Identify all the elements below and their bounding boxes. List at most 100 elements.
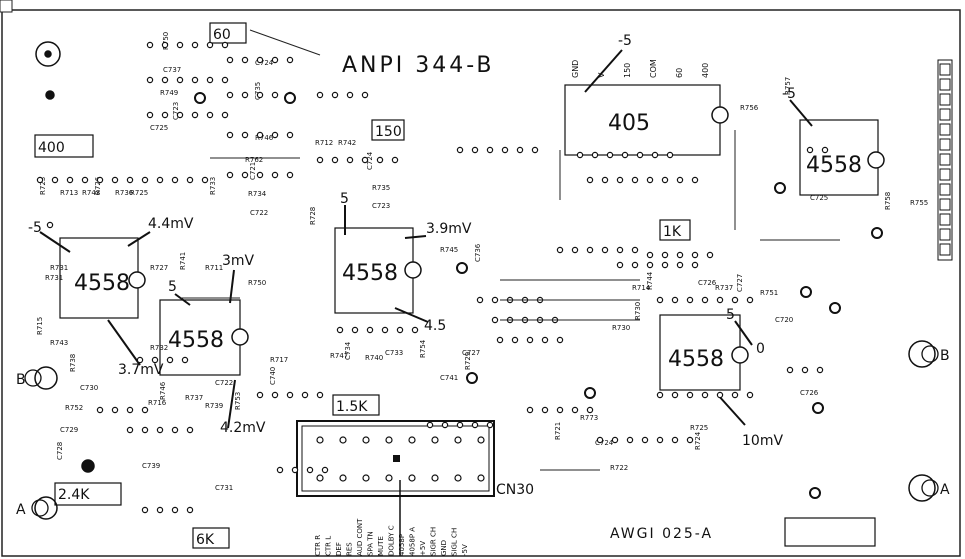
- board-outline: [1, 9, 961, 557]
- component-ref-label: R731: [45, 274, 63, 282]
- solder-pad: [146, 41, 154, 49]
- edge-pad: [939, 228, 951, 241]
- mounting-holes: [34, 41, 936, 520]
- cn30-pin-pad: [339, 436, 347, 444]
- component-ref-label: R754: [419, 339, 427, 358]
- solder-pad: [601, 246, 609, 254]
- component-ref-label: R716: [148, 399, 167, 407]
- ic-4558-right-bottom-label: 4558: [668, 347, 724, 372]
- solder-pad: [691, 261, 699, 269]
- cn30-pin-label: DEF: [335, 542, 343, 556]
- solder-pad: [316, 156, 324, 164]
- solder-pad: [156, 426, 164, 434]
- solder-pad: [626, 436, 634, 444]
- solder-pad: [646, 261, 654, 269]
- solder-pad: [146, 111, 154, 119]
- edge-pads: [939, 63, 951, 256]
- component-ref-label: R762: [245, 156, 263, 164]
- solder-pad: [746, 296, 754, 304]
- component-ref-label: R731: [50, 264, 68, 272]
- side-markers: [24, 345, 939, 517]
- component-ref-label: C729: [60, 426, 78, 434]
- component-ref-label: R715: [36, 317, 44, 335]
- solder-pad: [456, 146, 464, 154]
- mounting-hole: [35, 41, 61, 67]
- solder-pad: [501, 146, 509, 154]
- solder-pad: [806, 146, 814, 154]
- solder-pad: [706, 251, 714, 259]
- header-pin-label: V: [597, 72, 606, 78]
- solder-pad: [691, 176, 699, 184]
- component-ref-label: C725: [150, 124, 168, 132]
- component-ref-label: C739: [142, 462, 160, 470]
- solder-pad: [191, 41, 199, 49]
- edge-pad: [939, 168, 951, 181]
- solder-pad: [156, 176, 164, 184]
- solder-pad: [176, 41, 184, 49]
- component-ref-label: R725: [130, 189, 148, 197]
- component-ref-label: C721: [249, 162, 257, 180]
- solder-pad: [636, 151, 644, 159]
- component-ref-label: R738: [69, 354, 77, 372]
- ic-4558-right-top-label: 4558: [806, 153, 862, 178]
- solder-pad: [611, 436, 619, 444]
- solder-pad: [186, 176, 194, 184]
- solder-pad: [161, 76, 169, 84]
- component-ref-label: R727: [150, 264, 168, 272]
- solder-pad: [96, 176, 104, 184]
- component-ref-label: C727: [462, 349, 480, 357]
- solder-pad: [686, 296, 694, 304]
- component-ref-label: R743: [82, 189, 100, 197]
- component-ref-label: R737: [185, 394, 203, 402]
- solder-pad: [96, 406, 104, 414]
- solder-pad: [621, 151, 629, 159]
- solder-pad: [381, 326, 389, 334]
- solder-pad: [576, 151, 584, 159]
- boxed-150: 150: [375, 124, 402, 140]
- solder-pad: [286, 171, 294, 179]
- measurement-45: 4.5: [424, 318, 446, 334]
- edge-pad: [939, 183, 951, 196]
- component-ref-label: R717: [270, 356, 288, 364]
- solder-pad: [111, 176, 119, 184]
- cn30-pin-label: -5V: [461, 544, 469, 556]
- cn30-pin-pad: [477, 436, 485, 444]
- component-ref-label: C740: [269, 367, 277, 385]
- solder-pad: [571, 246, 579, 254]
- header-pin-label: 150: [623, 63, 632, 78]
- solder-pad: [661, 251, 669, 259]
- solder-pad: [226, 131, 234, 139]
- solder-pad: [491, 316, 499, 324]
- solder-pad: [241, 91, 249, 99]
- ic-4558-center-label: 4558: [342, 261, 398, 286]
- corner-notch: [0, 0, 13, 13]
- solder-pad: [671, 436, 679, 444]
- component-ref-label: R725: [690, 424, 708, 432]
- edge-pad: [939, 198, 951, 211]
- solder-pad: [686, 436, 694, 444]
- solder-pad: [321, 466, 329, 474]
- header-pin-label: COM: [649, 59, 658, 78]
- solder-pad: [191, 76, 199, 84]
- solder-pad: [206, 111, 214, 119]
- solder-pad: [686, 391, 694, 399]
- solder-pad: [286, 56, 294, 64]
- solder-pad: [396, 326, 404, 334]
- component-ref-label: C723: [172, 102, 180, 120]
- solder-pad: [206, 76, 214, 84]
- solder-pad: [631, 246, 639, 254]
- component-ref-label: C741: [440, 374, 458, 382]
- solder-pad: [366, 326, 374, 334]
- solder-pad: [201, 176, 209, 184]
- solder-pad: [676, 251, 684, 259]
- solder-pad: [141, 406, 149, 414]
- solder-pad: [301, 391, 309, 399]
- cn30-pin-label: SIGL CH: [451, 528, 459, 556]
- header-pin-label: GND: [571, 60, 580, 78]
- side-label-right-b: B: [940, 348, 950, 364]
- component-ref-label: C731: [215, 484, 233, 492]
- cn30-label: CN30: [496, 482, 534, 498]
- solder-pad: [661, 176, 669, 184]
- cn30-pin-pad: [408, 474, 416, 482]
